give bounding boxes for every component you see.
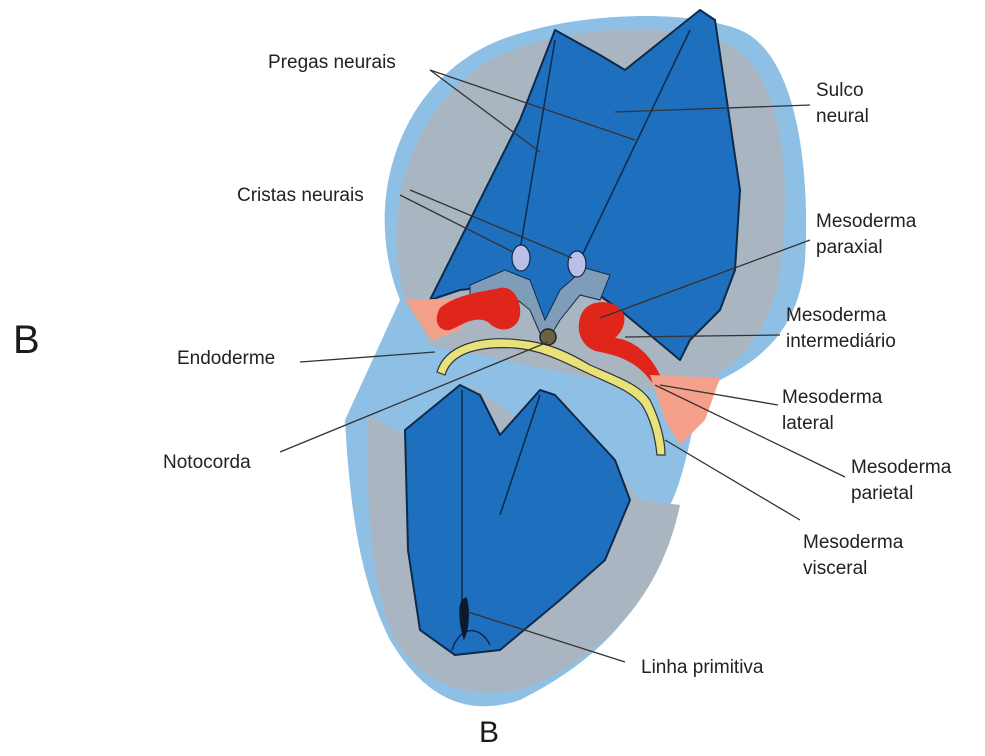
- label-endoderme: Endoderme: [177, 346, 275, 372]
- label-mesoderma-paraxial-line1: Mesoderma: [816, 209, 916, 235]
- label-cristas-neurais: Cristas neurais: [237, 183, 364, 209]
- label-pregas-neurais: Pregas neurais: [268, 50, 396, 76]
- label-mesoderma-visceral: Mesoderma visceral: [803, 530, 903, 582]
- label-mesoderma-visceral-line1: Mesoderma: [803, 530, 903, 556]
- label-mesoderma-paraxial: Mesoderma paraxial: [816, 209, 916, 261]
- neural-crest-left: [512, 245, 530, 271]
- label-mesoderma-lateral-line2: lateral: [782, 411, 882, 437]
- label-notocorda: Notocorda: [163, 450, 251, 476]
- label-mesoderma-lateral: Mesoderma lateral: [782, 385, 882, 437]
- label-mesoderma-visceral-line2: visceral: [803, 556, 903, 582]
- neural-crest-right: [568, 251, 586, 277]
- label-sulco-neural-line2: neural: [816, 104, 869, 130]
- label-mesoderma-parietal: Mesoderma parietal: [851, 455, 951, 507]
- label-sulco-neural-line1: Sulco: [816, 78, 869, 104]
- label-mesoderma-intermediario-line2: intermediário: [786, 329, 896, 355]
- label-mesoderma-parietal-line1: Mesoderma: [851, 455, 951, 481]
- label-mesoderma-paraxial-line2: paraxial: [816, 235, 916, 261]
- caption-letter: B: [479, 716, 499, 750]
- label-mesoderma-intermediario: Mesoderma intermediário: [786, 303, 896, 355]
- label-mesoderma-lateral-line1: Mesoderma: [782, 385, 882, 411]
- label-sulco-neural: Sulco neural: [816, 78, 869, 130]
- label-mesoderma-parietal-line2: parietal: [851, 481, 951, 507]
- label-linha-primitiva: Linha primitiva: [641, 655, 764, 681]
- label-mesoderma-intermediario-line1: Mesoderma: [786, 303, 896, 329]
- panel-letter: B: [13, 318, 40, 363]
